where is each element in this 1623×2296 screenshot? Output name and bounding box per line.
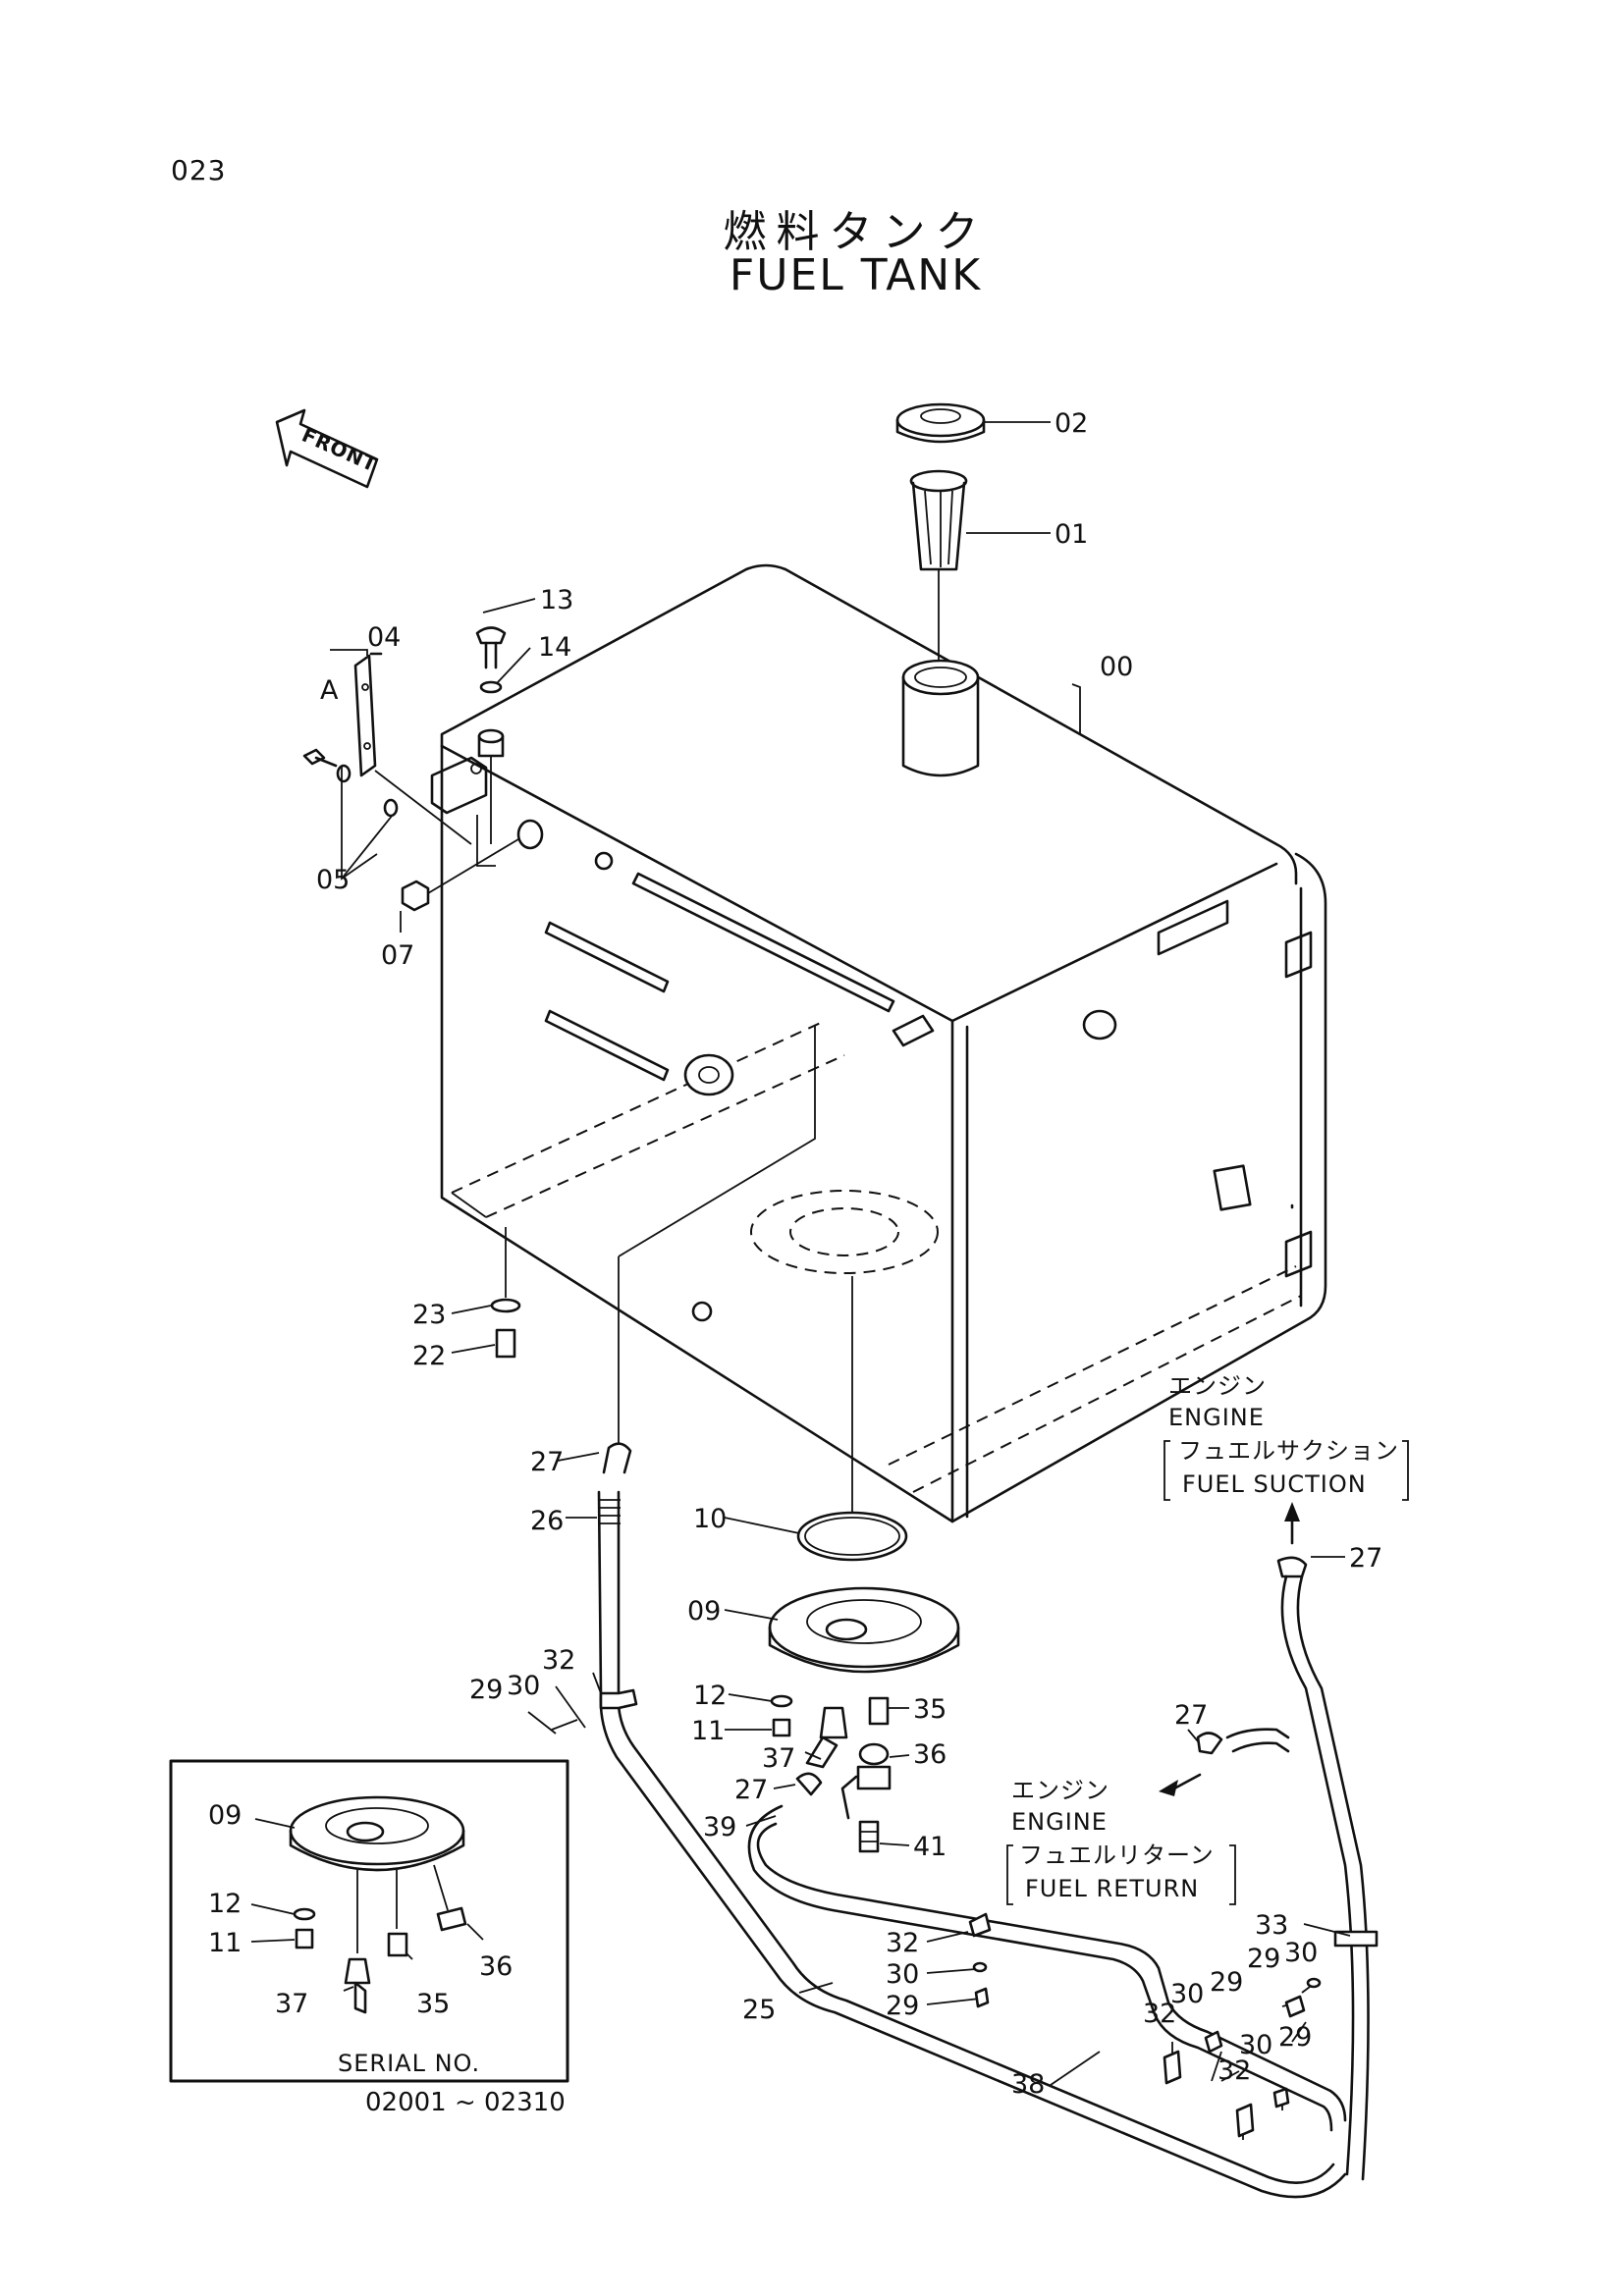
- callout-27-return: 27: [1174, 1700, 1208, 1731]
- mounting-flange: [768, 1586, 960, 1674]
- callout-29-mid: 29: [886, 1991, 919, 2021]
- callout-39: 39: [703, 1812, 736, 1842]
- callout-27-suction: 27: [1349, 1543, 1382, 1574]
- engine-return-note: エンジン ENGINE フュエルリターン FUEL RETURN: [1006, 1777, 1236, 1905]
- callout-05: 05: [316, 865, 350, 895]
- filler-cap: [895, 402, 986, 444]
- callout-12: 12: [693, 1681, 727, 1711]
- callout-41: 41: [913, 1832, 947, 1862]
- suction-note-jp-engine: エンジン: [1168, 1372, 1267, 1400]
- callout-38: 38: [1011, 2069, 1045, 2100]
- callout-36: 36: [913, 1739, 947, 1770]
- flange-fittings: [770, 1694, 892, 1853]
- drain-bolt-assembly: [490, 1227, 521, 1359]
- callout-30-right-b: 30: [1170, 1979, 1204, 2009]
- return-note-engine: ENGINE: [1011, 1808, 1108, 1836]
- callout-view-a: A: [320, 675, 339, 706]
- return-line: [747, 1728, 1347, 2132]
- callout-32-right-b: 32: [1217, 2056, 1251, 2086]
- callout-22: 22: [412, 1341, 446, 1371]
- suction-note-jp: フュエルサクション: [1178, 1437, 1399, 1465]
- callout-29-right-c: 29: [1278, 2022, 1312, 2053]
- title-english: FUEL TANK: [729, 250, 983, 300]
- title-japanese: 燃料タンク: [723, 207, 989, 257]
- callout-29-right-a: 29: [1247, 1944, 1280, 1974]
- strainer: [909, 469, 968, 571]
- callout-13: 13: [540, 585, 573, 615]
- callout-04: 04: [367, 622, 401, 653]
- serial-inset-box: 09 12 11 37 35 36 SERIAL NO. 02001 ~ 023…: [169, 1759, 569, 2117]
- callout-32-right-a: 32: [1143, 1999, 1176, 2029]
- suction-hose-right: [1276, 1203, 1379, 2181]
- callout-27-top: 27: [530, 1447, 564, 1477]
- serial-label: SERIAL NO.: [338, 2050, 480, 2077]
- o-ring: [796, 1511, 908, 1562]
- inset-callout-37: 37: [275, 1989, 308, 2019]
- callout-10: 10: [693, 1504, 727, 1534]
- callout-07: 07: [381, 940, 414, 971]
- fuel-tank-body: [430, 563, 1327, 1523]
- hose-and-pipe-left: [551, 1026, 1347, 2199]
- engine-suction-note: エンジン ENGINE フュエルサクション FUEL SUCTION: [1163, 1372, 1409, 1501]
- callout-14: 14: [538, 632, 571, 663]
- callout-35: 35: [913, 1694, 947, 1725]
- page-number: 023: [171, 154, 227, 187]
- return-note-jp-engine: エンジン: [1011, 1777, 1109, 1804]
- suction-note-engine: ENGINE: [1168, 1404, 1265, 1431]
- callout-30-mid: 30: [886, 1959, 919, 1990]
- callout-09: 09: [687, 1596, 721, 1627]
- return-note-jp: フュエルリターン: [1019, 1842, 1215, 1869]
- callout-01: 01: [1055, 519, 1088, 550]
- bracket-assembly-left: [302, 626, 544, 912]
- callout-37: 37: [762, 1743, 795, 1774]
- callout-32-left: 32: [542, 1645, 575, 1676]
- callout-27-mid: 27: [734, 1775, 768, 1805]
- front-arrow-icon: FRONT: [275, 408, 381, 489]
- suction-note-en: FUEL SUCTION: [1182, 1470, 1367, 1498]
- inset-callout-12: 12: [208, 1889, 242, 1919]
- pipe-clamps: [968, 1912, 1322, 2138]
- callout-29-right-b: 29: [1210, 1967, 1243, 1998]
- callout-29-left: 29: [469, 1675, 503, 1705]
- callout-11: 11: [691, 1716, 725, 1746]
- callout-30-right-c: 30: [1239, 2030, 1272, 2060]
- return-note-en: FUEL RETURN: [1025, 1875, 1199, 1902]
- callout-33: 33: [1255, 1910, 1288, 1941]
- callout-26: 26: [530, 1506, 564, 1536]
- callout-30-left: 30: [507, 1671, 540, 1701]
- inset-callout-35: 35: [416, 1989, 450, 2019]
- inset-callout-09: 09: [208, 1800, 242, 1831]
- serial-range: 02001 ~ 02310: [365, 2088, 566, 2117]
- callout-32-mid: 32: [886, 1928, 919, 1958]
- inset-callout-11: 11: [208, 1928, 242, 1958]
- callout-labels: 02 01 00 13 14 04 A 05 07 23 22 27 26 10…: [316, 408, 1382, 2100]
- callout-25: 25: [742, 1995, 776, 2025]
- callout-02: 02: [1055, 408, 1088, 439]
- callout-30-right-a: 30: [1284, 1938, 1318, 1968]
- callout-23: 23: [412, 1300, 446, 1330]
- inset-callout-36: 36: [479, 1951, 513, 1982]
- callout-00: 00: [1100, 652, 1133, 682]
